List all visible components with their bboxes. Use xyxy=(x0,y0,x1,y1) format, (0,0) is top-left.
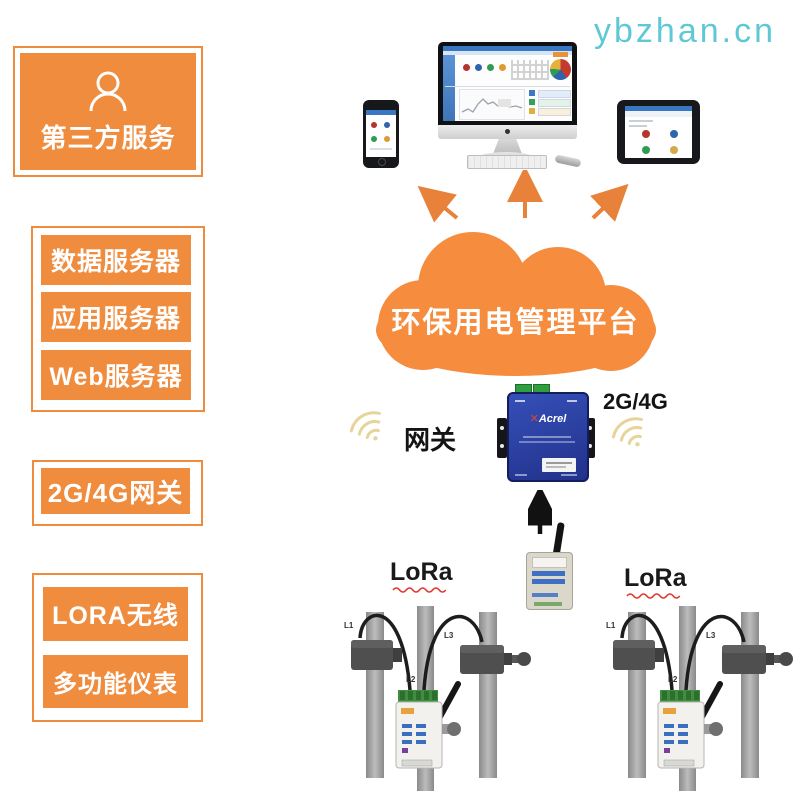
dashboard-gauge-red xyxy=(463,64,470,71)
arrow-to-tablet xyxy=(590,183,629,222)
gateway-device: ✕Acrel xyxy=(497,383,597,483)
wifi-icon-right xyxy=(611,417,643,447)
dashboard-legend-chip xyxy=(553,52,568,57)
monitor-logo-dot xyxy=(505,129,510,134)
squiggle-underline-left xyxy=(392,587,446,593)
gateway-brand: ✕Acrel xyxy=(529,413,567,425)
cloud-platform: 环保用电管理平台 xyxy=(368,225,663,377)
phone-gauge-blue xyxy=(384,122,390,128)
squiggle-underline-right xyxy=(626,593,680,599)
web-server-label: Web服务器 xyxy=(49,363,183,391)
tablet-gauge-red xyxy=(642,130,650,138)
gateway-body: ✕Acrel xyxy=(507,392,589,482)
phone-home-button xyxy=(378,158,386,166)
device-group-frame: LORA无线 多功能仪表 xyxy=(32,573,203,722)
person-icon xyxy=(89,71,127,112)
server-box-web: Web服务器 xyxy=(41,350,191,400)
network-label: 2G/4G xyxy=(603,389,668,414)
uplink-arrow xyxy=(528,490,552,534)
cloud-platform-label: 环保用电管理平台 xyxy=(391,307,640,339)
server-box-app: 应用服务器 xyxy=(41,292,191,342)
mouse-stylus xyxy=(554,154,582,168)
gateway-box-label: 2G/4G网关 xyxy=(47,477,184,508)
dashboard-gauge-green xyxy=(487,64,494,71)
arrow-to-phone xyxy=(417,185,459,223)
gateway-ear-right xyxy=(585,418,595,458)
wifi-icon-left xyxy=(349,411,381,441)
dashboard-pie-chart xyxy=(550,59,571,80)
dashboard-row2-chip xyxy=(529,99,535,105)
data-server-label: 数据服务器 xyxy=(50,248,181,276)
monitor-chin xyxy=(438,125,577,139)
monitor-stand xyxy=(493,139,522,154)
dashboard-row3-chip xyxy=(529,108,535,114)
tablet-gauge-green xyxy=(642,146,650,154)
tablet-gauge-yellow xyxy=(670,146,678,154)
third-party-label: 第三方服务 xyxy=(40,123,176,153)
smartphone xyxy=(363,100,399,168)
phone-gauge-green xyxy=(371,136,377,142)
meter-assembly-left xyxy=(336,556,536,791)
dashboard-line-chart xyxy=(459,89,525,120)
lora-wireless-label: LORA无线 xyxy=(52,602,179,630)
desktop-monitor xyxy=(438,42,577,125)
monitor-dashboard xyxy=(443,46,572,121)
dashboard-row1-bar xyxy=(538,90,571,98)
phone-screen xyxy=(366,110,396,157)
dashboard-row1-chip xyxy=(529,90,535,96)
upload-arrows xyxy=(417,170,629,223)
dashboard-calendar xyxy=(511,60,549,80)
tablet-gauge-blue xyxy=(670,130,678,138)
third-party-box-frame: 第三方服务 xyxy=(13,46,203,177)
dashboard-sidebar xyxy=(443,55,455,121)
lora-wireless-box: LORA无线 xyxy=(43,587,188,641)
dashboard-row3-bar xyxy=(538,108,571,116)
watermark-text: ybzhan.cn xyxy=(594,12,776,50)
server-group-frame: 数据服务器 应用服务器 Web服务器 xyxy=(31,226,205,412)
multi-meter-box: 多功能仪表 xyxy=(43,655,188,708)
tablet-screen xyxy=(625,106,692,158)
gateway-sticker xyxy=(542,458,576,472)
gateway-label: 网关 xyxy=(404,425,457,455)
cloud-shape xyxy=(376,232,656,376)
gateway-box-frame: 2G/4G网关 xyxy=(32,460,203,526)
dashboard-gauge-blue xyxy=(475,64,482,71)
dashboard-gauge-orange xyxy=(499,64,506,71)
meter-assembly-right xyxy=(598,556,798,791)
lora-module xyxy=(523,522,577,610)
tablet xyxy=(617,100,700,164)
gateway-box: 2G/4G网关 xyxy=(41,468,190,514)
phone-gauge-orange xyxy=(384,136,390,142)
multi-meter-label: 多功能仪表 xyxy=(53,671,178,698)
lora-module-body xyxy=(526,552,573,610)
lora-label-right: LoRa xyxy=(624,564,687,592)
app-server-label: 应用服务器 xyxy=(50,305,181,333)
phone-gauge-red xyxy=(371,122,377,128)
server-box-data: 数据服务器 xyxy=(41,235,191,285)
lora-label-left: LoRa xyxy=(390,558,453,586)
dashboard-row2-bar xyxy=(538,99,571,107)
keyboard xyxy=(467,155,547,169)
gateway-ear-left xyxy=(497,418,507,458)
